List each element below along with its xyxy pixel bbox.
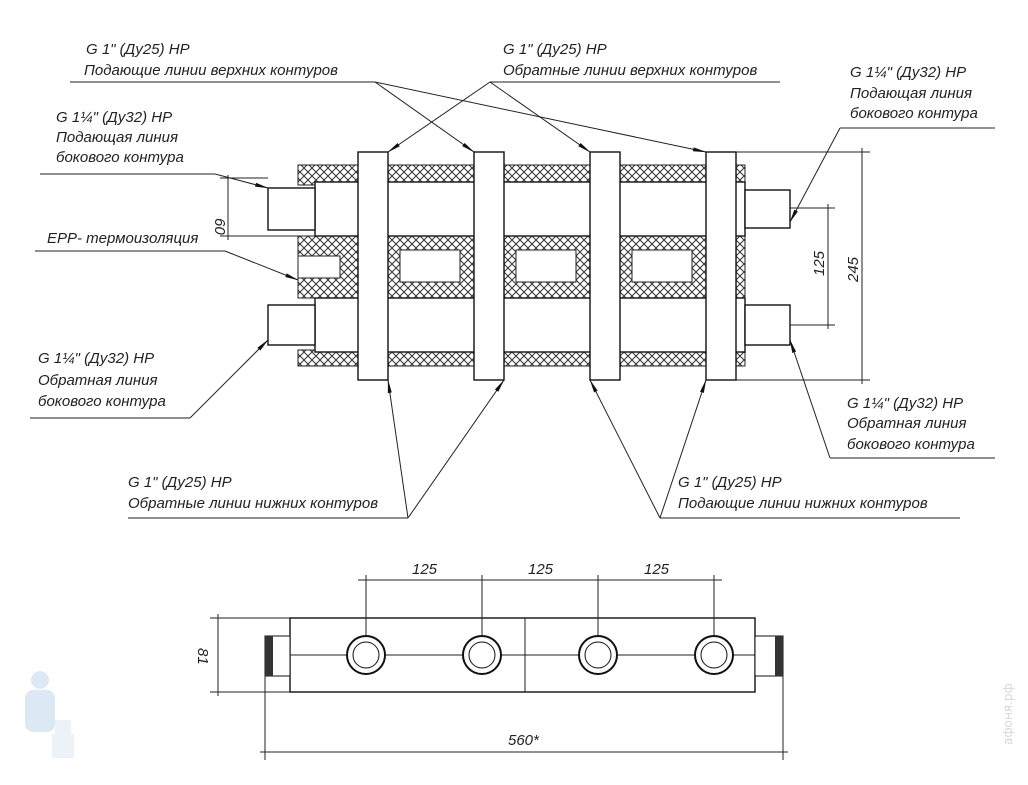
outlet-circles (346, 635, 734, 675)
label-top-supply-text: Подающие линии верхних контуров (84, 62, 338, 79)
dim-total-length: 560* (508, 732, 540, 749)
label-left-supply-line1: Подающая линия (56, 129, 178, 146)
label-top-supply-spec: G 1" (Ду25) НР (86, 41, 190, 58)
label-right-supply-line2: бокового контура (850, 105, 978, 122)
plumber-mascot-watermark (25, 671, 74, 758)
label-left-return-spec: G 1¼" (Ду32) НР (38, 350, 154, 367)
label-left-return-line1: Обратная линия (38, 372, 157, 389)
dim-spacing-2: 125 (528, 561, 554, 578)
label-right-return-spec: G 1¼" (Ду32) НР (847, 395, 963, 412)
dim-total-height: 245 (845, 256, 862, 283)
label-insulation: EPP- термоизоляция (47, 230, 198, 247)
label-right-return-line2: бокового контура (847, 436, 975, 453)
label-left-return-line2: бокового контура (38, 393, 166, 410)
dim-spacing-3: 125 (644, 561, 670, 578)
label-bottom-return-text: Обратные линии нижних контуров (128, 495, 378, 512)
dim-nozzle-height: 60 (211, 218, 228, 235)
dim-pipe-spacing: 125 (811, 250, 828, 276)
label-top-return-spec: G 1" (Ду25) НР (503, 41, 607, 58)
label-bottom-return-spec: G 1" (Ду25) НР (128, 474, 232, 491)
manifold-section-view: 60 245 125 G 1" (Ду25) НР Подаю (30, 41, 995, 519)
label-left-supply-line2: бокового контура (56, 149, 184, 166)
label-right-return-line1: Обратная линия (847, 415, 966, 432)
label-bottom-supply-spec: G 1" (Ду25) НР (678, 474, 782, 491)
watermark-text: афоня.рф (1001, 683, 1015, 745)
manifold-front-view: 125 125 125 81 560* (194, 561, 788, 760)
dim-spacing-1: 125 (412, 561, 438, 578)
dim-body-height: 81 (194, 648, 211, 665)
label-right-supply-line1: Подающая линия (850, 85, 972, 102)
label-top-return-text: Обратные линии верхних контуров (503, 62, 757, 79)
label-right-supply-spec: G 1¼" (Ду32) НР (850, 64, 966, 81)
label-bottom-supply-text: Подающие линии нижних контуров (678, 495, 928, 512)
label-left-supply-spec: G 1¼" (Ду32) НР (56, 109, 172, 126)
